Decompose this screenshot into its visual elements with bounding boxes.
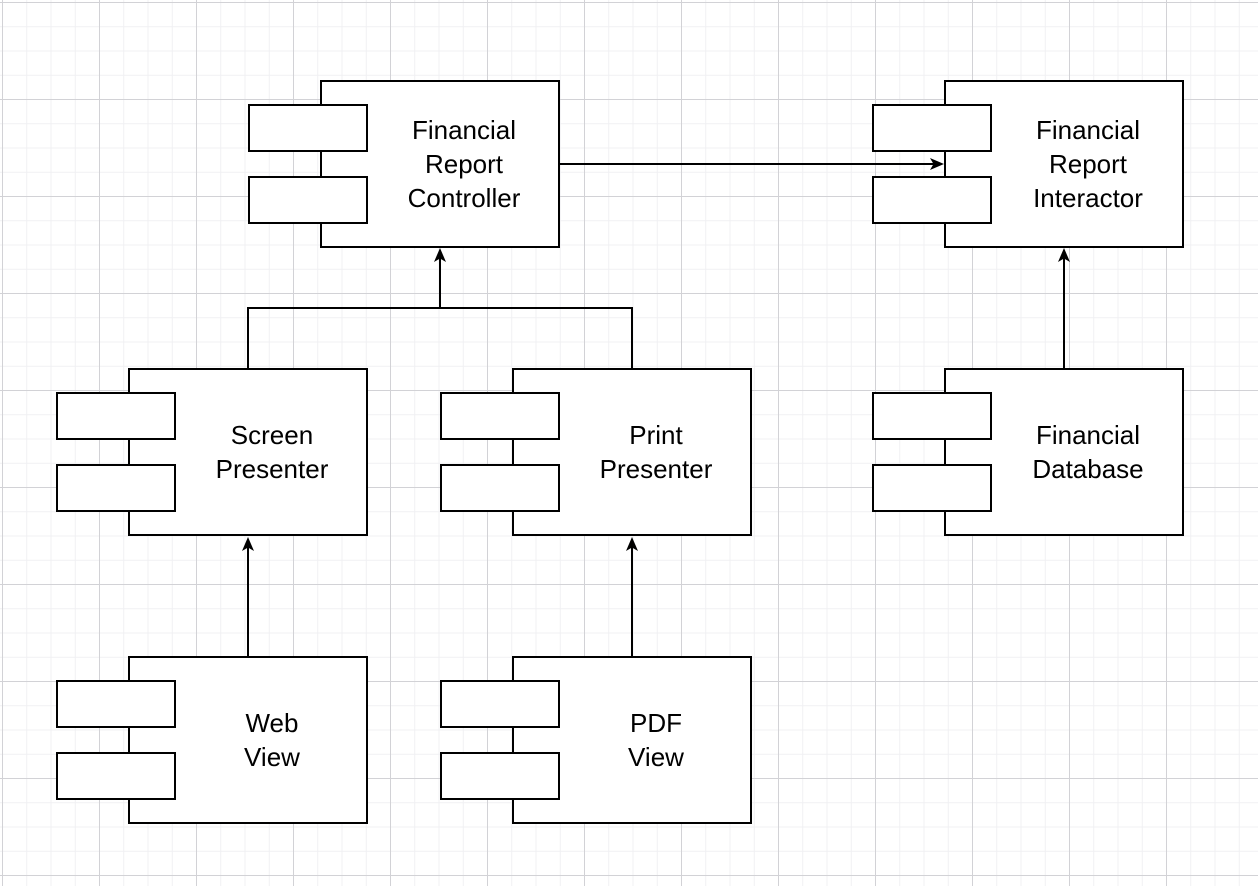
component-port-bottom-icon — [872, 176, 992, 224]
component-port-bottom-icon — [440, 464, 560, 512]
component-port-top-icon — [872, 104, 992, 152]
component-label: PDF View — [628, 708, 684, 772]
component-financial-report-controller[interactable]: Financial Report Controller — [248, 80, 560, 248]
component-port-top-icon — [872, 392, 992, 440]
component-port-top-icon — [248, 104, 368, 152]
component-label: Print Presenter — [599, 420, 713, 484]
connector-presenters-branch[interactable] — [247, 307, 633, 368]
component-pdf-view[interactable]: PDF View — [440, 656, 752, 824]
component-port-bottom-icon — [56, 464, 176, 512]
component-port-bottom-icon — [248, 176, 368, 224]
component-screen-presenter[interactable]: Screen Presenter — [56, 368, 368, 536]
component-port-top-icon — [56, 392, 176, 440]
component-port-bottom-icon — [440, 752, 560, 800]
component-print-presenter[interactable]: Print Presenter — [440, 368, 752, 536]
component-label: Financial Report Interactor — [1033, 115, 1143, 213]
component-port-top-icon — [440, 392, 560, 440]
component-port-bottom-icon — [872, 464, 992, 512]
component-label: Web View — [244, 708, 300, 772]
component-label: Financial Database — [1032, 420, 1144, 484]
component-financial-report-interactor[interactable]: Financial Report Interactor — [872, 80, 1184, 248]
component-label: Financial Report Controller — [407, 115, 521, 213]
component-label: Screen Presenter — [215, 420, 329, 484]
component-port-top-icon — [440, 680, 560, 728]
component-port-bottom-icon — [56, 752, 176, 800]
component-port-top-icon — [56, 680, 176, 728]
component-financial-database[interactable]: Financial Database — [872, 368, 1184, 536]
component-web-view[interactable]: Web View — [56, 656, 368, 824]
